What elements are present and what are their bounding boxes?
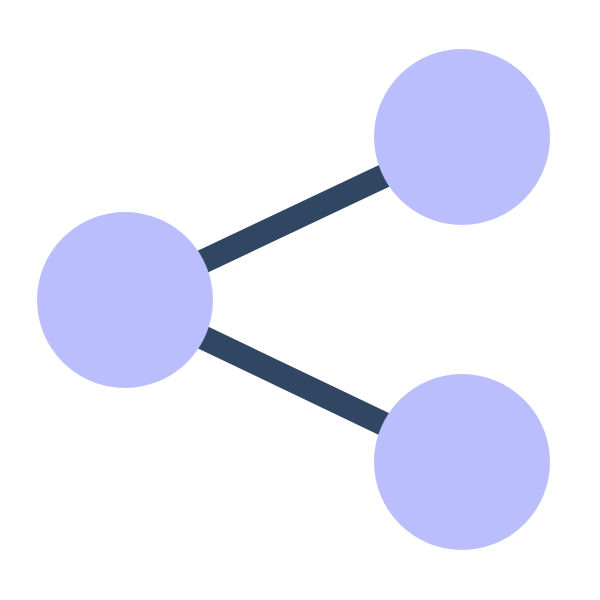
share-icon-node-bottom-right [374, 374, 550, 550]
share-icon-node-top-right [374, 49, 550, 225]
share-icon-link-top [190, 163, 398, 274]
share-icon-node-left [37, 212, 213, 388]
share-icon-link-bottom [190, 325, 398, 437]
